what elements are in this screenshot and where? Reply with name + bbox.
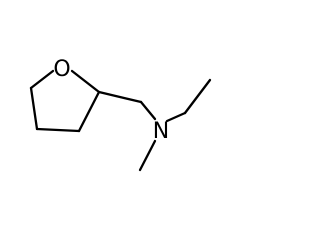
bond-n-methyl <box>138 139 157 172</box>
bond-c5-o <box>29 69 55 90</box>
atom-nitrogen-label: N <box>153 119 169 144</box>
bond-c2-ch2 <box>97 90 143 104</box>
molecule-canvas: O N <box>29 57 212 172</box>
bond-o-c2 <box>70 69 101 94</box>
bond-ch2-n <box>139 100 157 121</box>
bond-ethyl-ch3 <box>183 78 212 115</box>
atom-oxygen-label: O <box>53 57 70 82</box>
bond-c4-c5 <box>29 86 39 131</box>
bond-c2-c3 <box>77 90 101 133</box>
bond-c3-c4 <box>35 127 81 133</box>
bond-n-ch2-ethyl <box>165 111 187 123</box>
structure-diagram: O N <box>29 57 212 172</box>
